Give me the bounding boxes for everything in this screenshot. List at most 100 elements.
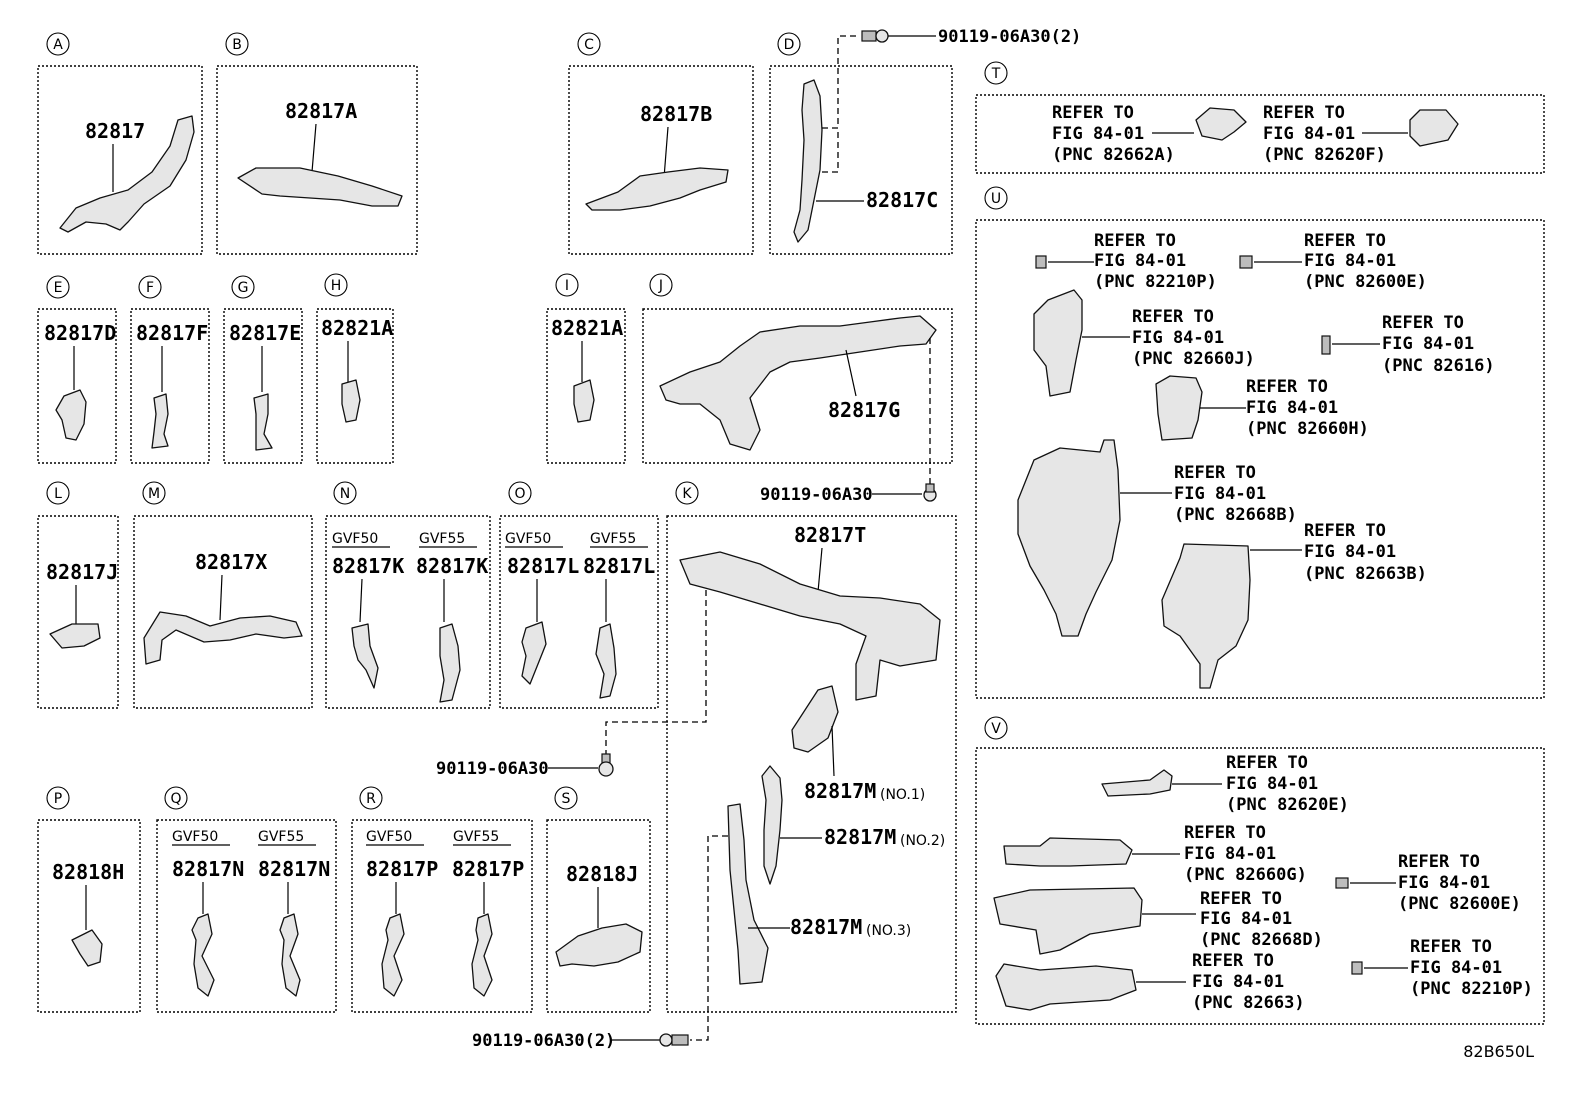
sensor-part[interactable] (1409, 109, 1459, 147)
duct-part[interactable] (59, 115, 195, 233)
connector-part[interactable] (1335, 877, 1349, 889)
refer-fig[interactable]: FIG 84-01 (1226, 774, 1318, 794)
part-number[interactable]: 82817K (416, 554, 488, 578)
refer-fig[interactable]: FIG 84-01 (1263, 124, 1355, 144)
part-number[interactable]: 82821A (551, 316, 623, 340)
part-number[interactable]: 82817B (640, 102, 712, 126)
bracket-part[interactable] (761, 765, 783, 885)
refer-fig[interactable]: FIG 84-01 (1200, 909, 1292, 929)
part-number[interactable]: 82817G (828, 398, 900, 422)
refer-fig[interactable]: FIG 84-01 (1132, 328, 1224, 348)
duct-part[interactable] (555, 923, 643, 967)
relay-part[interactable] (1155, 375, 1203, 441)
cover-part[interactable] (1161, 543, 1251, 689)
refer-fig[interactable]: FIG 84-01 (1246, 398, 1338, 418)
duct-part[interactable] (143, 611, 303, 665)
clip-part[interactable] (151, 393, 169, 449)
refer-pnc[interactable]: (PNC 82210P) (1410, 979, 1533, 999)
part-number[interactable]: 82817D (44, 321, 116, 345)
part-number[interactable]: 82817N (258, 857, 330, 881)
connector-part[interactable] (1351, 961, 1363, 975)
refer-fig[interactable]: FIG 84-01 (1184, 844, 1276, 864)
part-number[interactable]: 82817L (507, 554, 579, 578)
part-number[interactable]: 82817N (172, 857, 244, 881)
clip-part[interactable] (595, 623, 617, 699)
duct-part[interactable] (659, 315, 937, 451)
clip-part[interactable] (521, 621, 547, 685)
connector-part[interactable] (1239, 255, 1253, 269)
part-number[interactable]: 82821A (321, 316, 393, 340)
connector-part[interactable] (1035, 255, 1047, 269)
part-number[interactable]: 82817 (85, 119, 145, 143)
refer-pnc[interactable]: (PNC 82663) (1192, 993, 1305, 1013)
refer-pnc[interactable]: (PNC 82668D) (1200, 930, 1323, 950)
clip-part[interactable] (191, 913, 215, 997)
refer-fig[interactable]: FIG 84-01 (1398, 873, 1490, 893)
clip-part[interactable] (279, 913, 301, 997)
bracket-part[interactable] (727, 803, 769, 985)
part-number[interactable]: 82817J (46, 560, 118, 584)
clip-part[interactable] (573, 379, 595, 423)
part-number[interactable]: 82817A (285, 99, 357, 123)
junction-block-part[interactable] (1017, 439, 1121, 637)
refer-pnc[interactable]: (PNC 82662A) (1052, 145, 1175, 165)
part-number[interactable]: 82817P (366, 857, 438, 881)
module-part[interactable] (1003, 837, 1133, 867)
refer-fig[interactable]: FIG 84-01 (1094, 251, 1186, 271)
refer-fig[interactable]: FIG 84-01 (1192, 972, 1284, 992)
part-number[interactable]: 82817L (583, 554, 655, 578)
refer-fig[interactable]: FIG 84-01 (1410, 958, 1502, 978)
duct-part[interactable] (679, 551, 941, 701)
refer-pnc[interactable]: (PNC 82620F) (1263, 145, 1386, 165)
part-number[interactable]: 82817X (195, 550, 267, 574)
part-number[interactable]: 82817T (794, 523, 866, 547)
connector-part[interactable] (1321, 335, 1331, 355)
part-number[interactable]: 82817M (824, 825, 896, 849)
part-number[interactable]: 82817C (866, 188, 938, 212)
part-number[interactable]: 82817M (804, 779, 876, 803)
refer-fig[interactable]: FIG 84-01 (1304, 251, 1396, 271)
refer-pnc[interactable]: (PNC 82660J) (1132, 349, 1255, 369)
junction-block-part[interactable] (993, 887, 1143, 955)
clip-part[interactable] (253, 393, 273, 451)
refer-pnc[interactable]: (PNC 82660H) (1246, 419, 1369, 439)
clip-part[interactable] (49, 623, 101, 649)
refer-pnc[interactable]: (PNC 82620E) (1226, 795, 1349, 815)
clip-part[interactable] (471, 913, 493, 997)
clip-part[interactable] (381, 913, 405, 997)
refer-pnc[interactable]: (PNC 82668B) (1174, 505, 1297, 525)
refer-pnc[interactable]: (PNC 82600E) (1398, 894, 1521, 914)
clip-part[interactable] (71, 929, 103, 967)
fastener-label[interactable]: 90119-06A30 (436, 759, 549, 779)
cover-part[interactable] (995, 963, 1137, 1011)
sensor-part[interactable] (1195, 107, 1247, 141)
refer-pnc[interactable]: (PNC 82660G) (1184, 865, 1307, 885)
part-number[interactable]: 82818H (52, 860, 124, 884)
duct-part[interactable] (237, 167, 403, 207)
refer-fig[interactable]: FIG 84-01 (1174, 484, 1266, 504)
refer-pnc[interactable]: (PNC 82210P) (1094, 272, 1217, 292)
part-number[interactable]: 82817F (136, 321, 208, 345)
clip-part[interactable] (55, 389, 87, 441)
fastener-label[interactable]: 90119-06A30 (760, 485, 873, 505)
refer-pnc[interactable]: (PNC 82663B) (1304, 564, 1427, 584)
part-number[interactable]: 82817K (332, 554, 404, 578)
refer-fig[interactable]: FIG 84-01 (1382, 334, 1474, 354)
refer-pnc[interactable]: (PNC 82616) (1382, 356, 1495, 376)
duct-part[interactable] (585, 167, 729, 211)
bracket-part[interactable] (793, 79, 823, 243)
part-number[interactable]: 82817P (452, 857, 524, 881)
clip-part[interactable] (439, 623, 461, 703)
refer-fig[interactable]: FIG 84-01 (1304, 542, 1396, 562)
clip-part[interactable] (351, 623, 379, 689)
sensor-part[interactable] (1101, 769, 1173, 797)
part-number[interactable]: 82818J (566, 862, 638, 886)
clip-part[interactable] (341, 379, 361, 423)
refer-fig[interactable]: FIG 84-01 (1052, 124, 1144, 144)
fastener-label[interactable]: 90119-06A30(2) (938, 27, 1081, 47)
fastener-label[interactable]: 90119-06A30(2) (472, 1031, 615, 1051)
duct-part[interactable] (791, 685, 839, 753)
relay-block-part[interactable] (1033, 289, 1083, 397)
refer-pnc[interactable]: (PNC 82600E) (1304, 272, 1427, 292)
part-number[interactable]: 82817M (790, 915, 862, 939)
